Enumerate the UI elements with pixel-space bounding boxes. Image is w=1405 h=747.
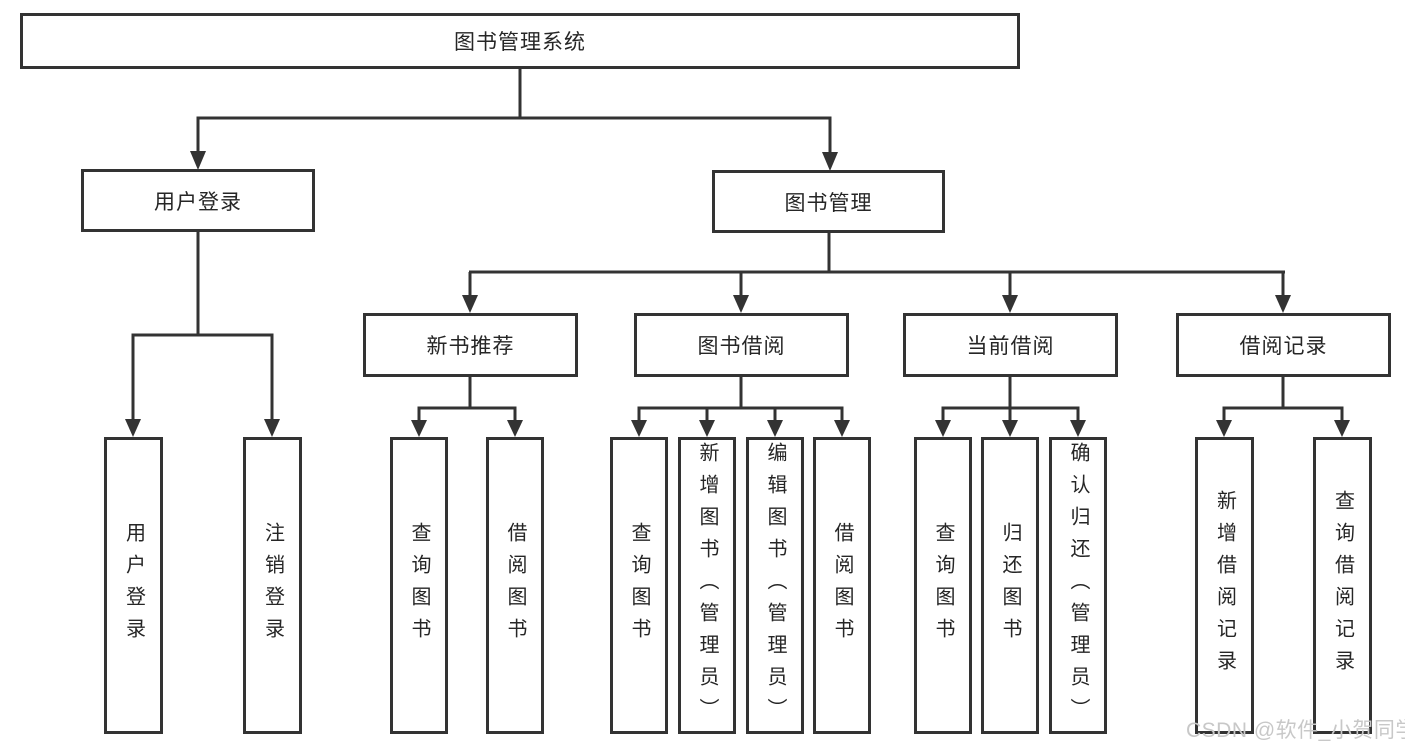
- node-root-label: 图书管理系统: [454, 31, 586, 54]
- leaf-borrow-edit-admin: 编辑图书（管理员）: [746, 437, 804, 734]
- node-book-mgmt: 图书管理: [712, 170, 945, 233]
- connector-user-login: [131, 232, 274, 420]
- leaf-record-add: 新增借阅记录: [1195, 437, 1254, 734]
- node-user-login: 用户登录: [81, 169, 315, 232]
- node-new-books-label: 新书推荐: [426, 335, 515, 358]
- leaf-new-books-borrow: 借阅图书: [486, 437, 544, 734]
- leaf-label: 注销登录: [261, 521, 284, 650]
- arrowheads-book-borrow: [631, 420, 850, 437]
- arrowheads-level3: [462, 295, 1291, 313]
- leaf-label: 查询图书: [932, 521, 954, 650]
- leaf-borrow-book: 借阅图书: [813, 437, 871, 734]
- leaf-label: 归还图书: [999, 521, 1021, 650]
- node-current-borrow-label: 当前借阅: [966, 335, 1055, 358]
- leaf-label: 借阅图书: [831, 521, 853, 650]
- node-borrow-records-label: 借阅记录: [1239, 335, 1328, 358]
- leaf-new-books-query: 查询图书: [390, 437, 448, 734]
- leaf-current-confirm-admin: 确认归还（管理员）: [1049, 437, 1107, 734]
- leaf-logout: 注销登录: [243, 437, 302, 734]
- arrowheads-borrow-records: [1216, 420, 1350, 437]
- connector-root-to-level2: [196, 69, 832, 153]
- leaf-label: 新增图书（管理员）: [696, 441, 718, 730]
- node-root: 图书管理系统: [20, 13, 1020, 69]
- node-new-books: 新书推荐: [363, 313, 578, 377]
- leaf-label: 借阅图书: [504, 521, 526, 650]
- leaf-label: 新增借阅记录: [1213, 489, 1236, 682]
- node-user-login-label: 用户登录: [154, 190, 242, 214]
- node-borrow-records: 借阅记录: [1176, 313, 1391, 377]
- leaf-label: 查询图书: [628, 521, 650, 650]
- leaf-label: 确认归还（管理员）: [1067, 441, 1089, 730]
- leaf-label: 查询借阅记录: [1331, 489, 1354, 682]
- leaf-borrow-query: 查询图书: [610, 437, 668, 734]
- leaf-label: 编辑图书（管理员）: [764, 441, 786, 730]
- connector-current-borrow: [941, 377, 1080, 421]
- leaf-current-return: 归还图书: [981, 437, 1039, 734]
- leaf-label: 用户登录: [122, 521, 145, 650]
- leaf-borrow-add-admin: 新增图书（管理员）: [678, 437, 736, 734]
- leaf-current-query: 查询图书: [914, 437, 972, 734]
- leaf-label: 查询图书: [408, 521, 430, 650]
- node-current-borrow: 当前借阅: [903, 313, 1118, 377]
- node-book-borrow: 图书借阅: [634, 313, 849, 377]
- connector-book-borrow: [637, 377, 844, 421]
- connector-borrow-records: [1222, 377, 1344, 421]
- arrowheads-level2: [190, 151, 838, 171]
- leaf-user-login: 用户登录: [104, 437, 163, 734]
- leaf-record-query: 查询借阅记录: [1313, 437, 1372, 734]
- connector-book-mgmt: [468, 233, 1285, 296]
- watermark: CSDN @软件_小贺同学: [1186, 719, 1405, 742]
- node-book-borrow-label: 图书借阅: [697, 335, 786, 358]
- arrowheads-user-login: [125, 419, 280, 437]
- arrowheads-new-books: [411, 420, 523, 437]
- connector-new-books: [417, 377, 517, 421]
- node-book-mgmt-label: 图书管理: [784, 191, 873, 215]
- arrowheads-current-borrow: [935, 420, 1086, 437]
